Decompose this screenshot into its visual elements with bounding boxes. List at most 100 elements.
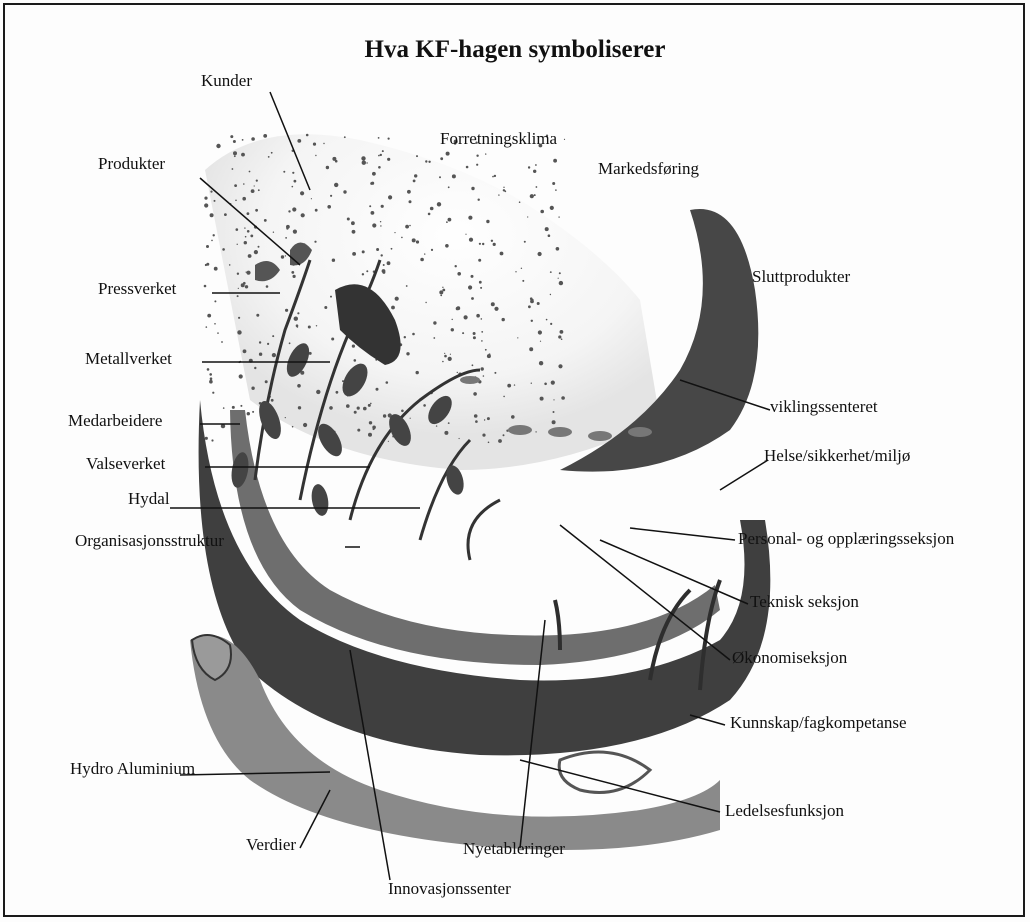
speckle xyxy=(297,326,299,328)
speckle xyxy=(555,189,557,191)
speckle xyxy=(528,166,530,168)
speckle xyxy=(479,243,481,245)
speckle xyxy=(241,283,245,287)
speckle xyxy=(300,191,304,195)
speckle xyxy=(281,255,284,258)
speckle xyxy=(561,338,563,340)
speckle xyxy=(214,323,216,325)
leader-line-9 xyxy=(720,460,768,490)
speckle xyxy=(471,275,474,278)
speckle xyxy=(285,309,288,312)
speckle xyxy=(258,189,260,191)
speckle xyxy=(503,434,505,436)
speckle xyxy=(530,194,534,198)
speckle xyxy=(343,190,346,193)
speckle xyxy=(544,383,547,386)
speckle xyxy=(551,381,555,385)
label-personal: Personal- og opplæringsseksjon xyxy=(738,530,954,547)
speckle xyxy=(444,355,447,358)
speckle xyxy=(271,399,274,402)
speckle xyxy=(448,218,452,222)
speckle xyxy=(291,271,294,274)
speckle xyxy=(292,207,296,211)
speckle xyxy=(361,156,365,160)
speckle xyxy=(330,296,332,298)
speckle xyxy=(306,134,309,137)
speckle xyxy=(285,237,287,239)
speckle xyxy=(455,265,457,267)
speckle xyxy=(560,330,564,334)
speckle xyxy=(450,354,451,355)
speckle xyxy=(529,347,533,351)
speckle xyxy=(329,406,333,410)
speckle xyxy=(553,411,555,413)
speckle xyxy=(347,218,350,221)
speckle xyxy=(207,314,211,318)
speckle xyxy=(409,200,412,203)
speckle xyxy=(485,153,486,154)
speckle xyxy=(233,140,236,143)
speckle xyxy=(531,320,533,322)
speckle xyxy=(500,252,504,256)
speckle xyxy=(346,404,350,408)
speckle xyxy=(297,312,299,314)
label-innovasjon: Innovasjonssenter xyxy=(388,880,511,897)
speckle xyxy=(412,333,415,336)
speckle xyxy=(482,434,485,437)
speckle xyxy=(301,213,305,217)
speckle xyxy=(326,166,329,169)
speckle xyxy=(476,314,480,318)
speckle xyxy=(530,300,534,304)
speckle xyxy=(204,285,207,288)
speckle xyxy=(556,247,560,251)
speckle xyxy=(468,285,472,289)
speckle xyxy=(559,281,563,285)
speckle xyxy=(332,259,335,262)
speckle xyxy=(241,153,245,157)
speckle xyxy=(464,315,468,319)
speckle xyxy=(494,372,496,374)
label-nyetableringer: Nyetableringer xyxy=(463,840,565,857)
speckle xyxy=(412,238,416,242)
speckle xyxy=(251,137,255,141)
speckle xyxy=(456,307,459,310)
speckle xyxy=(448,422,450,424)
speckle xyxy=(381,205,384,208)
speckle xyxy=(259,341,261,343)
speckle xyxy=(406,352,409,355)
speckle xyxy=(391,248,393,250)
speckle xyxy=(494,307,498,311)
speckle xyxy=(223,407,225,409)
speckle xyxy=(370,403,372,405)
speckle xyxy=(213,234,215,236)
speckle xyxy=(521,268,522,269)
speckle xyxy=(433,337,435,339)
speckle xyxy=(206,326,208,328)
speckle xyxy=(457,272,461,276)
speckle xyxy=(336,391,339,394)
speckle xyxy=(214,300,216,302)
speckle xyxy=(468,216,472,220)
speckle xyxy=(205,437,208,440)
speckle xyxy=(564,139,565,140)
speckle xyxy=(469,238,473,242)
leader-line-15 xyxy=(520,760,720,812)
speckle xyxy=(293,230,297,234)
speckle xyxy=(476,164,478,166)
speckle xyxy=(267,343,269,345)
speckle xyxy=(256,180,258,182)
speckle xyxy=(363,407,367,411)
speckle xyxy=(404,336,406,338)
speckle xyxy=(540,397,544,401)
speckle xyxy=(413,180,416,183)
speckle xyxy=(292,186,294,188)
speckle xyxy=(207,368,210,371)
speckle xyxy=(293,275,296,278)
speckle xyxy=(424,253,425,254)
speckle xyxy=(405,225,409,229)
speckle xyxy=(252,411,254,413)
speckle xyxy=(378,137,380,139)
speckle xyxy=(313,143,316,146)
speckle xyxy=(431,249,433,251)
